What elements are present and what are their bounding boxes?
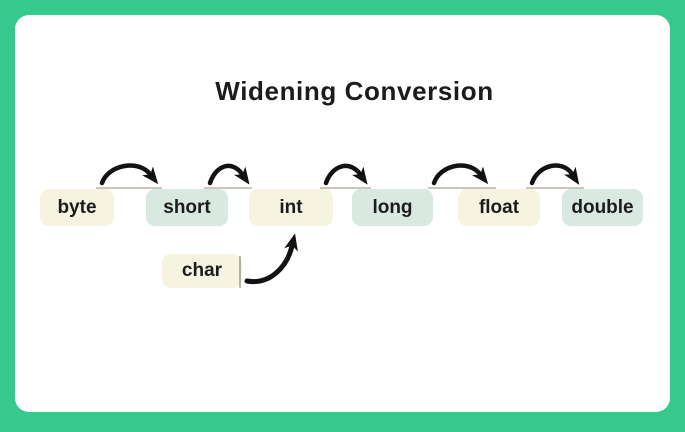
type-box-short: short (146, 189, 228, 226)
type-box-byte: byte (40, 189, 114, 226)
type-box-char: char (162, 254, 242, 288)
type-box-long: long (352, 189, 433, 226)
page-title: Widening Conversion (215, 76, 494, 106)
type-box-float: float (458, 189, 540, 226)
type-box-double: double (562, 189, 643, 226)
type-box-int: int (249, 189, 333, 226)
content-card (15, 15, 670, 412)
